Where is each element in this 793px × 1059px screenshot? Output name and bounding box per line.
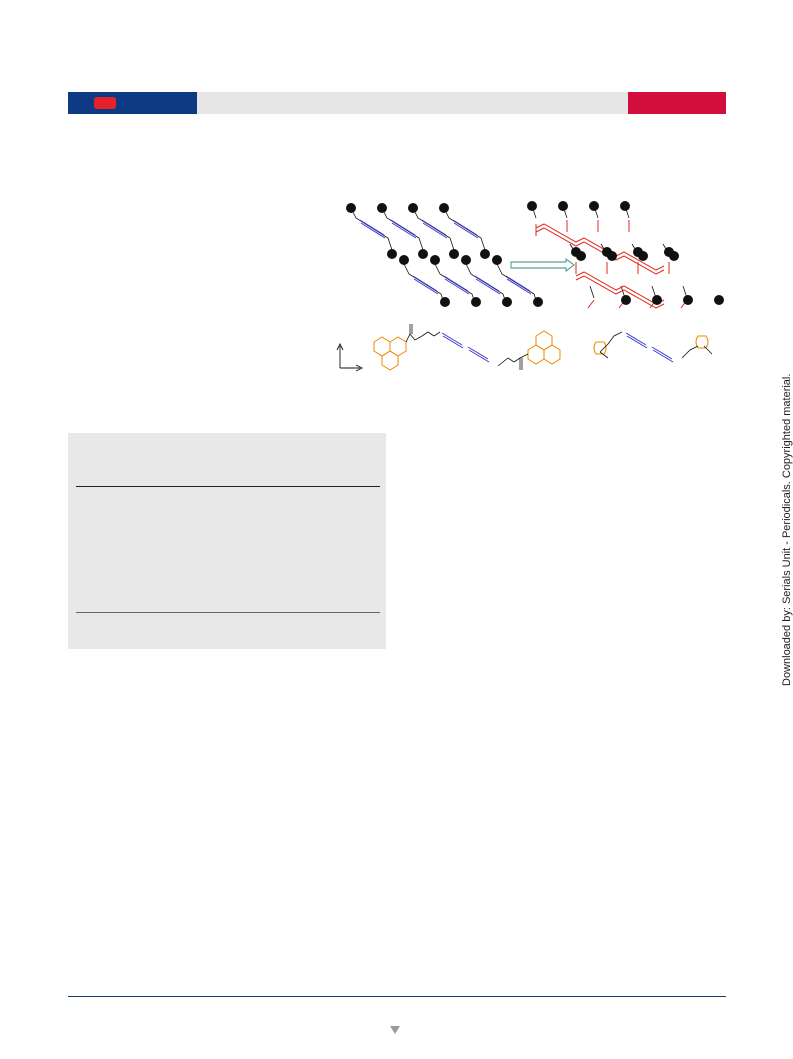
download-watermark: Downloaded by: Serials Unit - Periodical… [781, 373, 793, 686]
journal-header-bar [68, 92, 726, 114]
journal-logo-badge [94, 97, 116, 109]
monomer-structure-ring [593, 331, 713, 363]
box-bottom-rule [76, 612, 380, 613]
polymerization-scheme [336, 201, 724, 372]
monomer-array [346, 203, 543, 307]
monomer-structure-aryl [373, 324, 561, 371]
reaction-arrow [510, 258, 575, 272]
sidebar-box [68, 433, 386, 649]
box-top-rule [76, 486, 380, 487]
journal-header-right-block [628, 92, 726, 114]
axis-indicator [336, 342, 364, 372]
journal-header-left-block [68, 92, 197, 114]
page-down-arrow-icon[interactable] [390, 1026, 400, 1034]
polymer-array [527, 201, 724, 309]
footer-rule [68, 996, 726, 997]
